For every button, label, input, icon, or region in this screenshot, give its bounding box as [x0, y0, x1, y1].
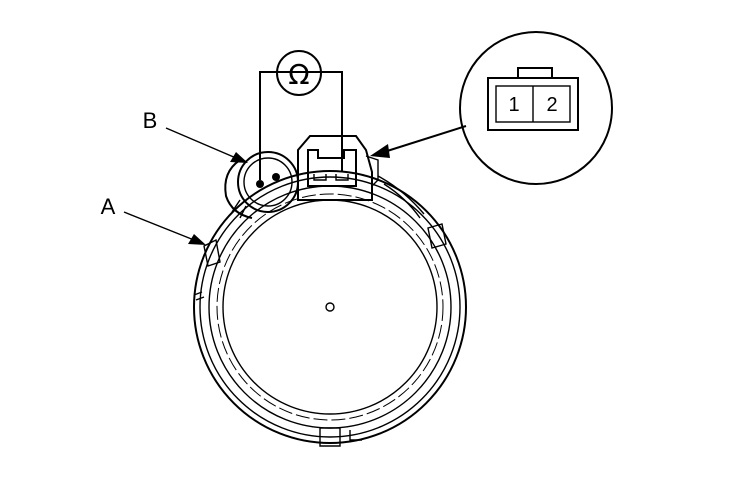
meter-lead-wires — [259, 71, 343, 180]
housing-assembly — [193, 170, 467, 447]
left-clip-marks — [193, 291, 205, 301]
sensor-b-mount-lines — [231, 199, 247, 219]
left-mounting-tab — [203, 238, 221, 267]
housing-ring-3 — [208, 185, 452, 429]
leader-line-a — [123, 211, 195, 241]
callout-pointer-arrowhead — [370, 144, 390, 158]
label-b: B — [143, 108, 158, 133]
sensor-b-face — [243, 157, 293, 207]
pin-1-label: 1 — [508, 94, 519, 116]
right-mounting-tab — [427, 223, 447, 249]
callout-circle — [459, 31, 613, 185]
housing-inner-face — [222, 199, 438, 415]
connector-callout: 1 2 — [370, 31, 613, 185]
callout-connector-latch — [517, 67, 553, 79]
callout-pointer-line — [383, 125, 467, 153]
bottom-clip-mark — [349, 430, 362, 441]
leader-line-b — [165, 127, 237, 159]
connector-latch — [365, 155, 379, 187]
ohm-symbol: Ω — [288, 58, 309, 91]
leader-arrowhead-b — [230, 152, 248, 163]
ohmmeter: Ω — [259, 50, 343, 180]
sensor-b-terminal-1 — [256, 180, 264, 188]
housing-connector — [297, 135, 379, 201]
leader-arrowhead-a — [188, 234, 206, 245]
center-hole — [325, 302, 335, 312]
housing-ring-2 — [199, 176, 461, 438]
label-b-group: B — [143, 108, 248, 163]
ohmmeter-symbol-circle — [276, 50, 322, 96]
sensor-b-terminal-2 — [272, 173, 280, 181]
connector-socket — [307, 149, 357, 187]
pin-2-label: 2 — [546, 94, 557, 116]
label-a-group: A — [101, 194, 206, 245]
housing-outer-ring — [193, 170, 467, 444]
right-housing-lip — [377, 175, 425, 219]
bottom-mounting-tab — [319, 427, 341, 447]
label-a: A — [101, 194, 116, 219]
housing-inner-teeth — [216, 193, 444, 421]
connector-pins — [313, 174, 349, 181]
connector-shell — [297, 135, 373, 201]
